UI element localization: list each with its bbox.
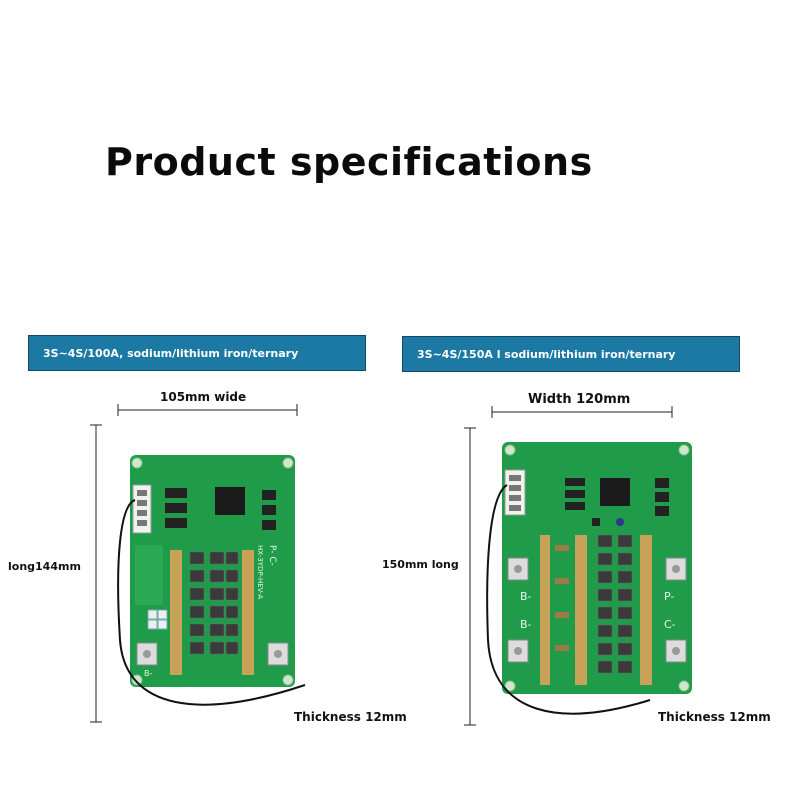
left-length-dimension-line: [90, 424, 102, 723]
right-pad-label-2: B-: [520, 618, 532, 631]
right-pad-label-4: C-: [664, 618, 676, 631]
left-product-banner: 3S~4S/100A, sodium/lithium iron/ternary: [28, 335, 366, 371]
left-width-label: 105mm wide: [160, 390, 247, 404]
right-length-label: 150mm long: [382, 558, 459, 571]
left-pad-label: B-: [144, 669, 152, 678]
right-pad-label-3: P-: [664, 590, 674, 603]
left-pcb-board: [117, 455, 306, 706]
right-length-dimension-line: [464, 427, 476, 726]
right-product-banner: 3S~4S/150A l sodium/lithium iron/ternary: [402, 336, 740, 372]
right-pad-label-1: B-: [520, 590, 532, 603]
left-length-label: long144mm: [8, 560, 81, 573]
right-width-label: Width 120mm: [528, 392, 631, 407]
left-thickness-label: Thickness 12mm: [294, 710, 407, 724]
right-thickness-label: Thickness 12mm: [658, 710, 771, 724]
right-width-dimension-line: [491, 406, 673, 418]
page-title: Product specifications: [105, 140, 593, 184]
right-pcb-board: [486, 442, 692, 715]
left-silkscreen-model: HX-3YDP-HEV-A: [256, 545, 264, 599]
left-silkscreen-pc: P- C-: [267, 545, 277, 566]
left-width-dimension-line: [117, 404, 298, 416]
